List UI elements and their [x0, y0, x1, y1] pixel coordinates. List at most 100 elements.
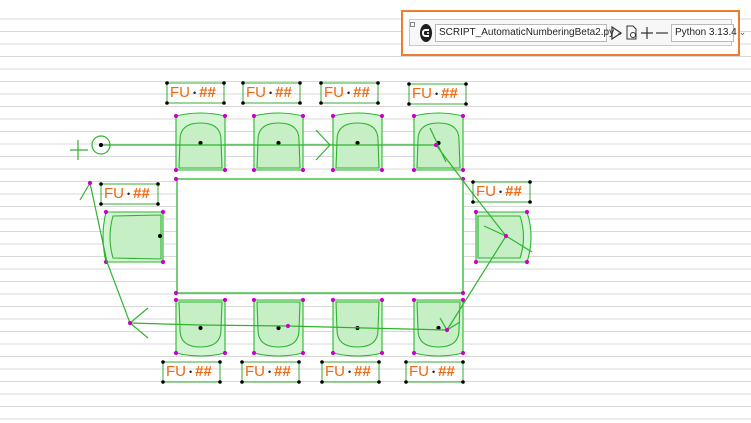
insertion-point — [156, 202, 160, 206]
grip-point — [524, 259, 530, 265]
script-select[interactable]: SCRIPT_AutomaticNumberingBeta2.py ⌄ — [435, 23, 624, 42]
tag-separator: • — [193, 88, 197, 99]
tag-frame — [472, 181, 531, 203]
grip-point — [300, 167, 306, 173]
furniture-tag[interactable]: FU•## — [409, 363, 455, 381]
grip-point — [379, 167, 385, 173]
remove-button[interactable] — [656, 24, 668, 42]
tag-prefix: FU — [324, 84, 344, 101]
grip-point — [524, 209, 530, 215]
insertion-point — [161, 360, 165, 364]
tag-prefix: FU — [166, 363, 186, 380]
numbering-path — [89, 182, 131, 324]
chair-seat — [256, 301, 301, 348]
insertion-point — [98, 142, 104, 148]
insertion-point — [377, 360, 381, 364]
tag-frame — [321, 361, 380, 383]
grip-point — [160, 259, 166, 265]
furniture-tag[interactable]: FU•## — [245, 363, 291, 381]
tag-number: ## — [505, 183, 522, 200]
insertion-point — [222, 101, 226, 105]
furniture-tag[interactable]: FU•## — [170, 84, 216, 102]
insertion-point — [461, 380, 465, 384]
chair-seat — [335, 301, 380, 348]
insertion-point — [240, 380, 244, 384]
insertion-point — [471, 180, 475, 184]
furniture-tag[interactable]: FU•## — [325, 363, 371, 381]
tag-number: ## — [438, 363, 455, 380]
grip-point — [173, 113, 179, 119]
tag-number: ## — [441, 85, 458, 102]
add-button[interactable] — [641, 24, 653, 42]
insertion-point — [404, 380, 408, 384]
insertion-point — [99, 202, 103, 206]
insertion-point — [276, 140, 281, 146]
tag-number: ## — [353, 84, 370, 101]
grip-point — [251, 350, 257, 356]
furniture-tag[interactable]: FU•## — [246, 84, 292, 102]
python-version-select[interactable]: Python 3.13.4 ⌄ — [671, 23, 746, 42]
insertion-point — [222, 81, 226, 85]
grip-point — [460, 297, 466, 303]
grip-point — [285, 323, 291, 329]
tag-number: ## — [199, 84, 216, 101]
tag-separator: • — [435, 89, 439, 100]
tag-prefix: FU — [476, 183, 496, 200]
furniture-tag[interactable]: FU•## — [166, 363, 212, 381]
insertion-point — [276, 325, 281, 331]
tag-frame — [320, 82, 379, 104]
insertion-point — [240, 360, 244, 364]
insertion-point — [241, 81, 245, 85]
grip-point — [444, 327, 450, 333]
insertion-point — [471, 200, 475, 204]
tag-frame — [405, 361, 464, 383]
grip-icon[interactable] — [410, 20, 415, 45]
tag-number: ## — [133, 185, 150, 202]
grip-point — [330, 167, 336, 173]
grip-point — [433, 142, 439, 148]
insertion-point — [319, 101, 323, 105]
insertion-point — [165, 81, 169, 85]
furniture-tag[interactable]: FU•## — [412, 85, 458, 103]
insertion-point — [241, 101, 245, 105]
tag-separator: • — [432, 367, 436, 378]
script-settings-button[interactable] — [625, 24, 638, 42]
grip-point — [330, 113, 336, 119]
insertion-point — [165, 101, 169, 105]
start-marker — [91, 135, 111, 155]
run-button[interactable] — [610, 24, 623, 42]
insertion-point — [404, 360, 408, 364]
insertion-point — [298, 81, 302, 85]
tag-frame — [241, 361, 300, 383]
grip-point — [503, 233, 509, 239]
tag-frame — [242, 82, 301, 104]
chair-seat — [109, 214, 162, 260]
insertion-point — [320, 360, 324, 364]
chair-seat — [416, 301, 461, 348]
insertion-point — [528, 180, 532, 184]
tag-number: ## — [274, 363, 291, 380]
grip-point — [411, 113, 417, 119]
python-logo-icon — [420, 23, 432, 42]
grip-point — [251, 297, 257, 303]
furniture-tag[interactable]: FU•## — [476, 183, 522, 201]
insertion-point — [99, 182, 103, 186]
run-icon — [611, 25, 623, 40]
furniture-tag[interactable]: FU•## — [104, 185, 150, 203]
table — [176, 178, 464, 294]
toolbar-highlight: SCRIPT_AutomaticNumberingBeta2.py ⌄ Pyth… — [401, 10, 746, 56]
insertion-point — [464, 82, 468, 86]
grip-point — [87, 180, 93, 186]
grip-point — [379, 297, 385, 303]
tag-frame — [100, 183, 159, 205]
insertion-point — [464, 102, 468, 106]
grip-point — [251, 167, 257, 173]
insertion-point — [198, 325, 203, 331]
insertion-point — [377, 380, 381, 384]
grip-point — [379, 113, 385, 119]
grip-point — [460, 113, 466, 119]
furniture-tag[interactable]: FU•## — [324, 84, 370, 102]
tag-separator: • — [347, 88, 351, 99]
